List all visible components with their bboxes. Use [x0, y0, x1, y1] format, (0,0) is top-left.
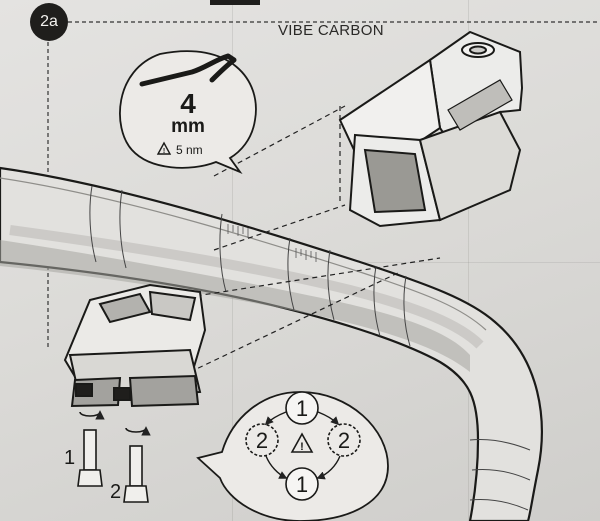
- svg-text:!: !: [163, 148, 165, 155]
- svg-text:!: !: [300, 441, 304, 453]
- bolt-2: [123, 426, 151, 503]
- sequence-top: 1: [296, 396, 308, 421]
- leader-lines: [169, 105, 441, 373]
- warning-triangle-icon: !: [156, 141, 172, 155]
- tool-size-unit: mm: [171, 116, 205, 137]
- rotation-arrow-icon: [79, 410, 105, 420]
- tightening-sequence: 1 1 2 2 !: [196, 391, 389, 521]
- torque-label: 5 nm: [176, 143, 203, 157]
- bolt-label-2: 2: [110, 481, 121, 503]
- product-title: VIBE CARBON: [278, 22, 384, 39]
- sequence-left: 2: [256, 428, 268, 453]
- step-badge: 2a: [30, 3, 68, 41]
- rotation-arrow-icon: [125, 426, 151, 436]
- sequence-arrows: [264, 411, 341, 480]
- handlebar: [0, 166, 543, 521]
- bolt-label-1: 1: [64, 447, 75, 469]
- warning-triangle-icon: !: [290, 432, 314, 453]
- hex-key-icon: [139, 53, 237, 87]
- header-bar: [210, 0, 260, 5]
- paper-fold-line: [468, 0, 469, 521]
- sequence-right: 2: [338, 428, 350, 453]
- tool-size-value: 4: [180, 88, 196, 119]
- bolt-1: [77, 410, 105, 487]
- tool-callout: 4 mm ! 5 nm: [119, 50, 257, 175]
- faceplate-illustration: [63, 283, 207, 408]
- sequence-bottom: 1: [296, 472, 308, 497]
- stem-illustration: [338, 30, 524, 228]
